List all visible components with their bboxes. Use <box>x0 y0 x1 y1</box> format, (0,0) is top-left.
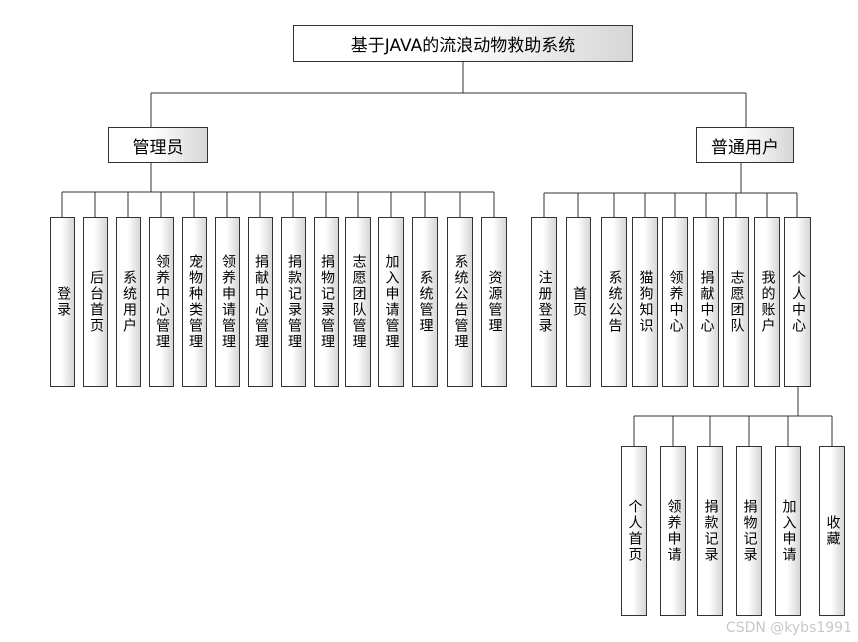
admin-child-node: 捐款记录管理 <box>281 217 306 387</box>
admin-child-label: 捐物记录管理 <box>319 254 335 350</box>
personal-center-child-label: 捐款记录 <box>702 499 719 563</box>
admin-child-label: 宠物种类管理 <box>187 254 203 350</box>
admin-child-node: 登录 <box>50 217 75 387</box>
user-child-label: 猫狗知识 <box>637 270 654 334</box>
user-child-label: 个人中心 <box>790 270 806 334</box>
admin-child-label: 加入申请管理 <box>383 254 400 350</box>
personal-center-child-node: 捐款记录 <box>697 446 723 616</box>
admin-child-label: 资源管理 <box>486 270 503 334</box>
admin-child-node: 宠物种类管理 <box>182 217 207 387</box>
user-child-label: 我的账户 <box>759 270 776 334</box>
admin-child-label: 志愿团队管理 <box>350 254 367 350</box>
admin-child-node: 领养申请管理 <box>215 217 240 387</box>
personal-center-child-node: 个人首页 <box>621 446 647 616</box>
user-child-node: 领养中心 <box>662 217 688 387</box>
admin-child-node: 加入申请管理 <box>378 217 404 387</box>
admin-child-label: 系统用户 <box>121 270 137 334</box>
user-child-label: 系统公告 <box>606 270 623 334</box>
admin-child-node: 系统公告管理 <box>447 217 473 387</box>
admin-child-node: 系统用户 <box>116 217 141 387</box>
admin-child-node: 捐献中心管理 <box>248 217 273 387</box>
admin-child-node: 资源管理 <box>481 217 507 387</box>
personal-center-child-node: 领养申请 <box>660 446 686 616</box>
user-child-node: 猫狗知识 <box>632 217 658 387</box>
admin-child-label: 登录 <box>55 286 71 318</box>
user-child-node: 系统公告 <box>601 217 627 387</box>
personal-center-child-label: 加入申请 <box>780 499 797 563</box>
personal-center-child-label: 捐物记录 <box>741 499 758 563</box>
personal-center-child-label: 领养申请 <box>665 499 682 563</box>
admin-child-label: 后台首页 <box>88 270 104 334</box>
admin-node-label: 管理员 <box>132 137 184 158</box>
admin-child-label: 领养中心管理 <box>154 254 170 350</box>
admin-node: 管理员 <box>108 127 208 163</box>
admin-child-node: 系统管理 <box>412 217 438 387</box>
user-child-label: 领养中心 <box>667 270 684 334</box>
personal-center-node: 个人中心 <box>784 217 811 387</box>
personal-center-child-node: 捐物记录 <box>736 446 762 616</box>
user-child-label: 捐献中心 <box>698 270 715 334</box>
user-child-label: 注册登录 <box>536 270 553 334</box>
admin-child-node: 志愿团队管理 <box>345 217 371 387</box>
admin-child-label: 系统管理 <box>417 270 434 334</box>
admin-child-label: 系统公告管理 <box>452 254 469 350</box>
admin-child-node: 捐物记录管理 <box>314 217 339 387</box>
user-child-node: 志愿团队 <box>723 217 749 387</box>
personal-center-child-label: 个人首页 <box>626 499 643 563</box>
admin-child-label: 领养申请管理 <box>220 254 236 350</box>
user-child-label: 志愿团队 <box>728 270 745 334</box>
admin-child-node: 后台首页 <box>83 217 108 387</box>
user-child-label: 首页 <box>571 286 587 318</box>
root-node: 基于JAVA的流浪动物救助系统 <box>293 25 633 62</box>
personal-center-child-node: 收藏 <box>819 446 845 616</box>
user-node: 普通用户 <box>696 127 794 163</box>
user-child-node: 捐献中心 <box>693 217 719 387</box>
user-child-node: 我的账户 <box>754 217 780 387</box>
user-child-node: 首页 <box>566 217 591 387</box>
root-node-label: 基于JAVA的流浪动物救助系统 <box>350 36 576 56</box>
user-child-node: 注册登录 <box>531 217 557 387</box>
admin-child-label: 捐献中心管理 <box>253 254 269 350</box>
admin-child-label: 捐款记录管理 <box>286 254 302 350</box>
watermark: CSDN @kybs1991 <box>725 620 852 636</box>
user-node-label: 普通用户 <box>711 137 779 158</box>
personal-center-child-label: 收藏 <box>824 515 841 547</box>
admin-child-node: 领养中心管理 <box>149 217 174 387</box>
personal-center-child-node: 加入申请 <box>775 446 801 616</box>
